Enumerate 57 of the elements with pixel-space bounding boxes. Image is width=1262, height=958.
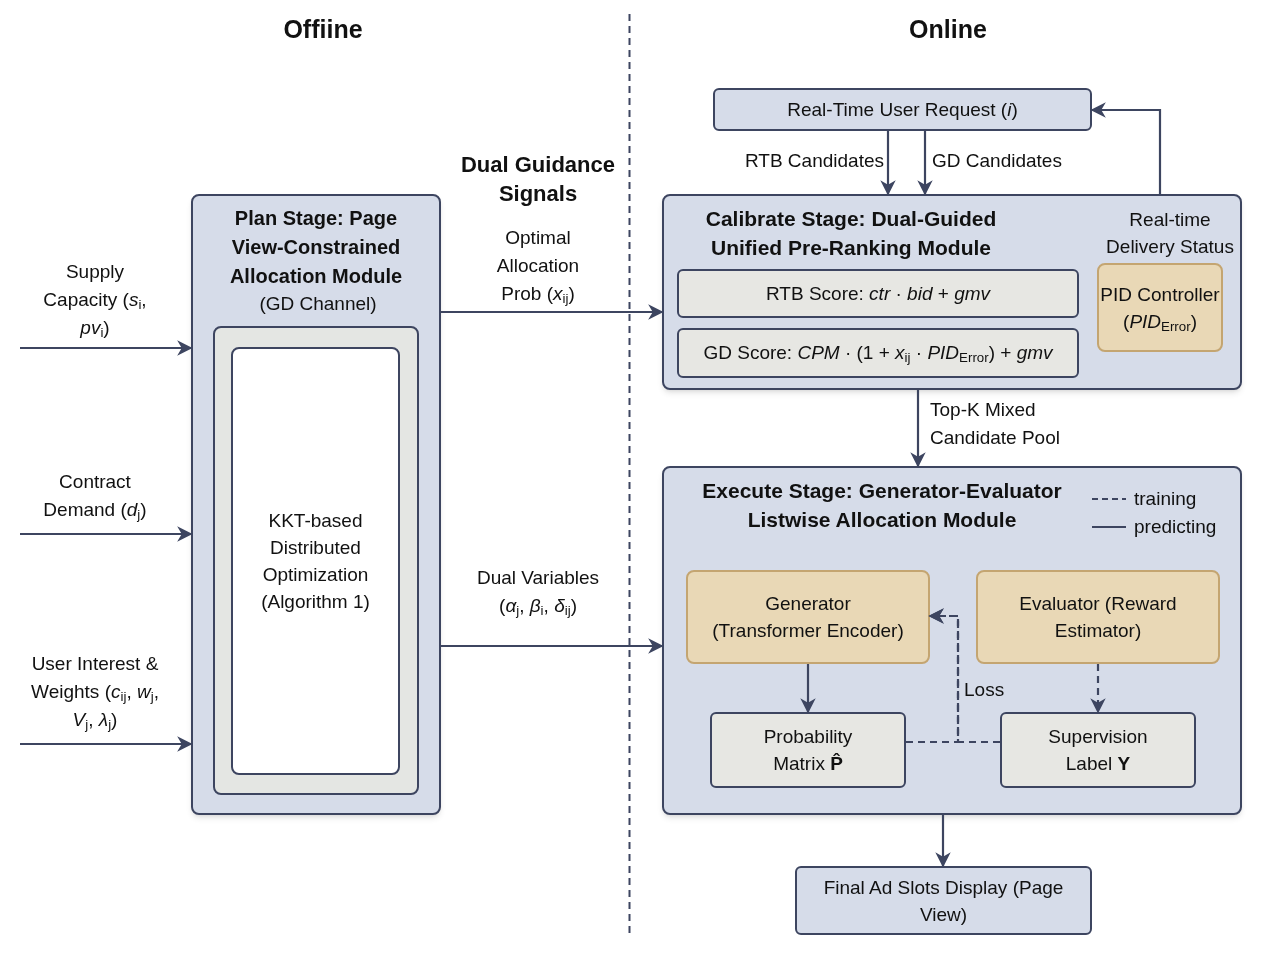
arrow [917, 131, 933, 196]
legend-text: predicting [1134, 515, 1217, 539]
arrow [1090, 102, 1162, 194]
module-title: Execute Stage: Generator-Evaluator Listwise Allocation Module [701, 478, 1063, 533]
node-label: (PID$_{Error}$) [1123, 309, 1197, 335]
arrow [800, 664, 816, 714]
edge-label: GD Candidates [932, 149, 1063, 173]
module-title: Plan Stage: Page View-Constrained Allocation Module [228, 206, 404, 289]
module-title: Calibrate Stage: Dual-Guided Unified Pre-Ranking Module [704, 206, 998, 261]
arrow [441, 304, 664, 320]
formula-box [677, 269, 1079, 318]
node-label: GD Score: CPM · (1 + x$_{ij}$ · PID$_{Error}$) + gmv [702, 341, 1054, 367]
node-label: Evaluator (Reward Estimator) [1018, 592, 1178, 643]
module-note: Real-time Delivery Status [1105, 208, 1235, 259]
node-label: Final Ad Slots Display (Page View) [823, 875, 1064, 927]
column-heading: Offiine [282, 14, 364, 44]
process-box [710, 712, 906, 788]
edge-label: Top-K Mixed Candidate Pool [930, 398, 1061, 450]
edge-label: User Interest & Weights (c$_{ij}$, w$_{j}$, V$_{j}$, λ$_{j}$) [30, 652, 160, 734]
arrow [20, 526, 193, 542]
node-label: Probability Matrix P̂ [762, 725, 854, 776]
output-box [795, 866, 1092, 935]
process-box [1000, 712, 1196, 788]
node-label: Real-Time User Request (i) [787, 98, 1018, 122]
module-note: (GD Channel) [258, 292, 378, 316]
edge-label: Loss [964, 678, 1006, 702]
frame-box [213, 326, 419, 795]
section-label: Dual Guidance Signals [459, 151, 616, 208]
arrow [910, 390, 926, 468]
legend-text: training [1134, 487, 1197, 511]
column-heading: Online [908, 14, 988, 44]
edge-label: Optimal Allocation Prob (x$_{ij}$) [495, 226, 581, 308]
arrow [1090, 664, 1106, 714]
controller-box [1097, 263, 1223, 352]
module-panel [191, 194, 441, 815]
node-label: Supervision Label Y [1047, 725, 1149, 776]
arrow [20, 340, 193, 356]
edge-label: Contract Demand (d$_{j}$) [42, 470, 148, 524]
node-label: Generator (Transformer Encoder) [711, 592, 905, 643]
node-label: RTB Score: ctr · bid + gmv [764, 282, 992, 306]
edge-label: Dual Variables (α$_{j}$, β$_{i}$, δ$_{ij}$) [475, 566, 601, 620]
formula-box [677, 328, 1079, 378]
edge-label: RTB Candidates [743, 149, 884, 173]
process-box [976, 570, 1220, 664]
arrow [880, 131, 896, 196]
process-box [231, 347, 400, 775]
process-box [686, 570, 930, 664]
edge-label: Supply Capacity (s$_{i}$, pv$_{i}$) [42, 260, 148, 342]
arrow [20, 736, 193, 752]
node-label: KKT-based Distributed Optimization (Algorithm 1) [260, 509, 371, 614]
process-box [713, 88, 1092, 131]
arrow [928, 608, 1000, 744]
module-panel [662, 194, 1242, 390]
arrow [441, 638, 664, 654]
module-panel [662, 466, 1242, 815]
node-label: PID Controller [1100, 282, 1220, 307]
arrow [935, 815, 951, 868]
